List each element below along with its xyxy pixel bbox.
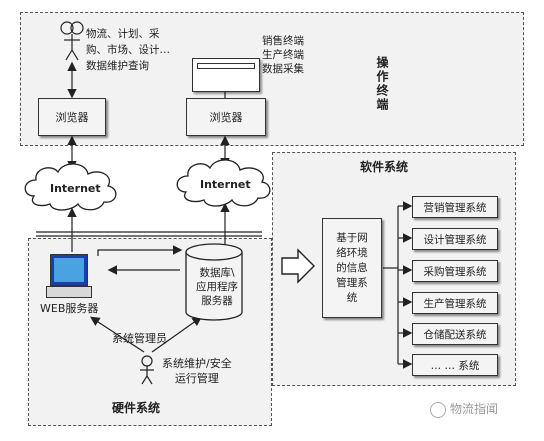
software-region-label: 软件系统 [360,160,409,174]
module-box: 设计管理系统 [412,228,498,250]
module-box: … … 系统 [412,354,498,376]
module-box: 采购管理系统 [412,260,498,282]
terminal-monitor-icon [192,58,260,92]
internet-right-label: Internet [200,178,251,191]
internet-left-label: Internet [50,182,101,195]
database-server-label: 数据库\ 应用程序 服务器 [196,267,238,307]
admin-label: 系统管理员 [112,332,167,345]
module-box: 仓储配送系统 [412,323,498,345]
web-server-computer-icon [50,254,88,286]
module-box: 营销管理系统 [412,196,498,218]
watermark-logo-icon [430,402,446,418]
user-roles-text: 物流、计划、采 购、市场、设计… 数据维护查询 [86,28,170,72]
web-server-label: WEB服务器 [40,302,99,315]
operation-region-label: 操作终端 [375,56,389,112]
watermark-text: 物流指闻 [450,402,499,416]
core-system-label: 基于网 络环境 的信息 管理系 统 [336,231,368,304]
core-system-box: 基于网 络环境 的信息 管理系 统 [322,218,382,318]
browser-left-box: 浏览器 [38,98,106,136]
module-box: 生产管理系统 [412,292,498,314]
hardware-region-label: 硬件系统 [112,401,161,415]
terminal-text: 销售终端 生产终端 数据采集 [262,35,304,75]
browser-right-box: 浏览器 [186,98,266,136]
maintenance-label: 系统维护/安全 运行管理 [162,357,232,385]
web-server-base-icon [46,286,92,298]
